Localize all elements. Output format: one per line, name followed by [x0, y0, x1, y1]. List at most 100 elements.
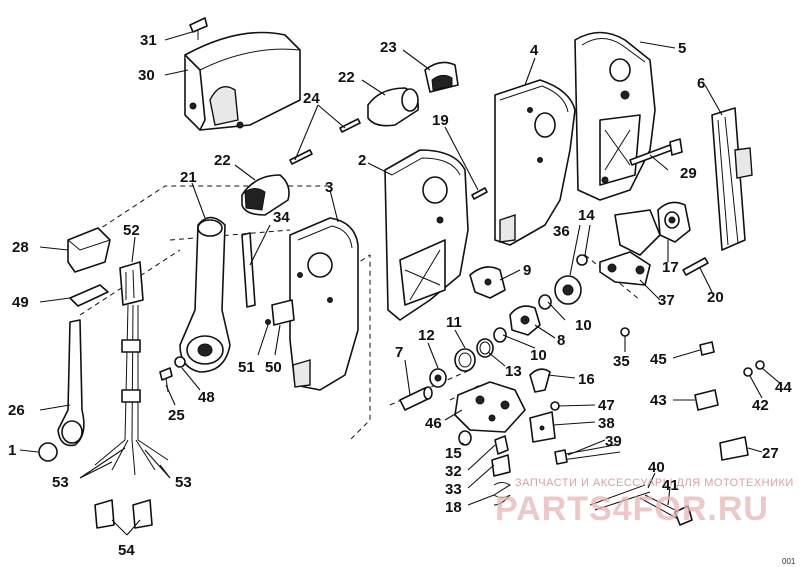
part-4-housing-half	[494, 79, 576, 246]
label-22-upper: 22	[338, 69, 355, 86]
label-1: 1	[8, 442, 16, 459]
label-21: 21	[180, 169, 197, 186]
part-7-shaft	[399, 386, 433, 411]
part-24-pin	[289, 118, 361, 165]
label-7: 7	[395, 344, 403, 361]
part-41-cable	[639, 494, 693, 526]
part-5-housing-half	[574, 31, 656, 201]
part-48-washer	[174, 356, 186, 368]
part-16-cam	[529, 368, 551, 393]
part-9-cam	[469, 266, 506, 299]
part-11-ring	[454, 348, 476, 372]
part-15-washer	[458, 430, 472, 446]
label-48: 48	[198, 389, 215, 406]
label-45: 45	[650, 351, 667, 368]
part-36-gear	[554, 275, 582, 305]
label-42: 42	[752, 397, 769, 414]
label-32: 32	[445, 463, 462, 480]
part-19-screw	[471, 187, 488, 200]
label-15: 15	[445, 445, 462, 462]
part-22-cap-upper	[367, 87, 420, 127]
label-16: 16	[578, 371, 595, 388]
part-12-bushing	[429, 368, 447, 388]
label-53-right: 53	[175, 474, 192, 491]
label-37: 37	[658, 292, 675, 309]
part-23-cap	[424, 61, 459, 93]
label-28: 28	[12, 239, 29, 256]
label-14: 14	[578, 207, 595, 224]
label-4: 4	[530, 42, 539, 59]
watermark-logo: PARTS4FOR.RU	[495, 490, 769, 528]
part-2-housing-half	[384, 149, 469, 321]
part-44-nut	[755, 360, 765, 370]
label-39: 39	[605, 433, 622, 450]
label-23: 23	[380, 39, 397, 56]
label-12: 12	[418, 327, 435, 344]
part-33-retainer	[491, 454, 511, 477]
label-19: 19	[432, 112, 449, 129]
part-54-terminals	[94, 499, 153, 529]
label-17: 17	[662, 259, 679, 276]
leader-lines	[19, 31, 783, 536]
label-13: 13	[505, 363, 522, 380]
part-10-washer	[493, 294, 552, 343]
part-49-bracket	[69, 284, 109, 307]
part-26-lever	[57, 319, 85, 447]
part-30-cover	[184, 31, 301, 131]
label-44: 44	[775, 379, 792, 396]
label-41: 41	[662, 477, 679, 494]
label-30: 30	[138, 67, 155, 84]
part-21-control-handle	[179, 216, 231, 373]
part-35-nut	[620, 327, 630, 337]
label-8: 8	[557, 332, 565, 349]
label-47: 47	[598, 397, 615, 414]
label-49: 49	[12, 294, 29, 311]
label-20: 20	[707, 289, 724, 306]
label-10-lower: 10	[530, 347, 547, 364]
part-51-pin	[265, 319, 271, 325]
label-9: 9	[523, 262, 531, 279]
label-52: 52	[123, 222, 140, 239]
label-38: 38	[598, 415, 615, 432]
part-43-clip	[694, 389, 719, 411]
part-22-cap-lower	[241, 174, 290, 216]
part-31-screw	[189, 17, 208, 40]
part-32-bushing	[494, 435, 509, 455]
part-28-cap	[67, 227, 111, 273]
part-40-cable	[589, 484, 651, 511]
part-47-screw	[550, 401, 560, 411]
label-2: 2	[358, 152, 366, 169]
watermark: ЗАПЧАСТИ И АКСЕССУАРЫ ДЛЯ МОТОТЕХНИКИ PA…	[495, 477, 793, 528]
part-17-rotor	[657, 201, 691, 243]
part-45-screw	[699, 341, 715, 356]
part-1-plug	[38, 442, 58, 462]
part-29-bolt	[629, 138, 683, 166]
label-6: 6	[697, 75, 705, 92]
label-5: 5	[678, 40, 686, 57]
label-25: 25	[168, 407, 185, 424]
part-25-screw	[159, 367, 173, 393]
part-6-rail	[711, 107, 753, 251]
part-3-housing-half	[289, 217, 359, 391]
part-46-plate	[454, 381, 526, 433]
part-37-lever	[599, 209, 661, 286]
label-31: 31	[140, 32, 157, 49]
label-11: 11	[446, 314, 462, 331]
label-36: 36	[553, 223, 570, 240]
part-52-connector	[119, 261, 144, 306]
label-46: 46	[425, 415, 442, 432]
part-20-bolt	[682, 257, 709, 276]
part-34-strip	[241, 232, 256, 308]
part-labels: 31 30 23 22 24 4 5 6 19 2 3 29 22 21 34 …	[8, 32, 796, 566]
wire-harness	[94, 304, 169, 476]
label-27: 27	[762, 445, 779, 462]
label-51: 51	[238, 359, 255, 376]
part-38-switch	[529, 411, 556, 443]
label-29: 29	[680, 165, 697, 182]
label-40: 40	[648, 459, 665, 476]
label-43: 43	[650, 392, 667, 409]
label-34: 34	[273, 209, 290, 226]
label-35: 35	[613, 353, 630, 370]
label-10-upper: 10	[575, 317, 592, 334]
